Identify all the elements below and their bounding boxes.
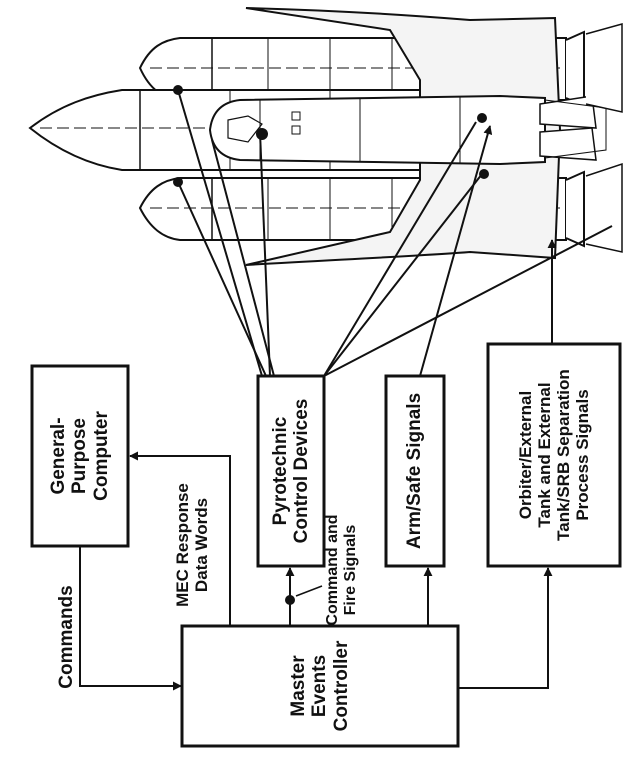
aft-right-attach-dot [479,169,489,179]
armsafe-line-1: Arm/Safe Signals [404,392,426,550]
pyro-box: Pyrotechnic Control Devices [261,389,321,553]
command-fire-junction-dot [285,595,295,605]
gpc-line-1: General- [48,417,70,495]
command-fire-label: Command and Fire Signals [324,511,366,629]
orbiter-sep-box-shape [486,342,622,568]
orbiter-sep-line-1: Orbiter/External [515,390,535,520]
orbiter-sep-line-3: Tank/SRB Separation [554,369,573,541]
mec-line-1: Master [288,655,310,717]
mec-line-3: Controller [330,640,352,732]
attach-points [173,85,489,605]
signal-lines [79,89,613,691]
aft-left-attach-dot [477,113,487,123]
forward-right-attach-dot [173,177,183,187]
box-outlines [30,342,622,748]
mec-box-shape [180,624,460,748]
orbiter-sep-line-2: Tank and External [534,382,554,528]
shuttle-illustration [28,7,623,266]
armsafe-box-shape [384,374,446,568]
command-fire-line-1: Command and [324,514,341,626]
mec-line-2: Events [309,654,331,718]
gpc-box-shape [30,364,130,548]
pyro-line-1: Pyrotechnic [269,416,291,526]
mec-box: Master Events Controller [266,632,374,740]
commands-label: Commands [56,585,77,689]
armsafe-box: Arm/Safe Signals [395,391,435,551]
orbiter-sep-line-4: Process Signals [573,389,593,521]
mec-response-line-1: MEC Response [173,483,192,607]
orbiter-separation-box: Orbiter/External Tank and External Tank/… [504,352,604,558]
pyro-box-shape [256,374,326,568]
gpc-box: General- Purpose Computer [32,375,128,537]
gpc-line-3: Computer [90,411,112,501]
forward-left-attach-dot [173,85,183,95]
command-fire-line-2: Fire Signals [341,524,359,616]
orbiter-forward-attach-dot [256,128,268,140]
pyro-line-2: Control Devices [291,398,312,544]
mec-response-line-2: Data Words [192,497,212,593]
mec-response-label: MEC Response Data Words [173,480,219,610]
gpc-line-2: Purpose [69,417,91,495]
